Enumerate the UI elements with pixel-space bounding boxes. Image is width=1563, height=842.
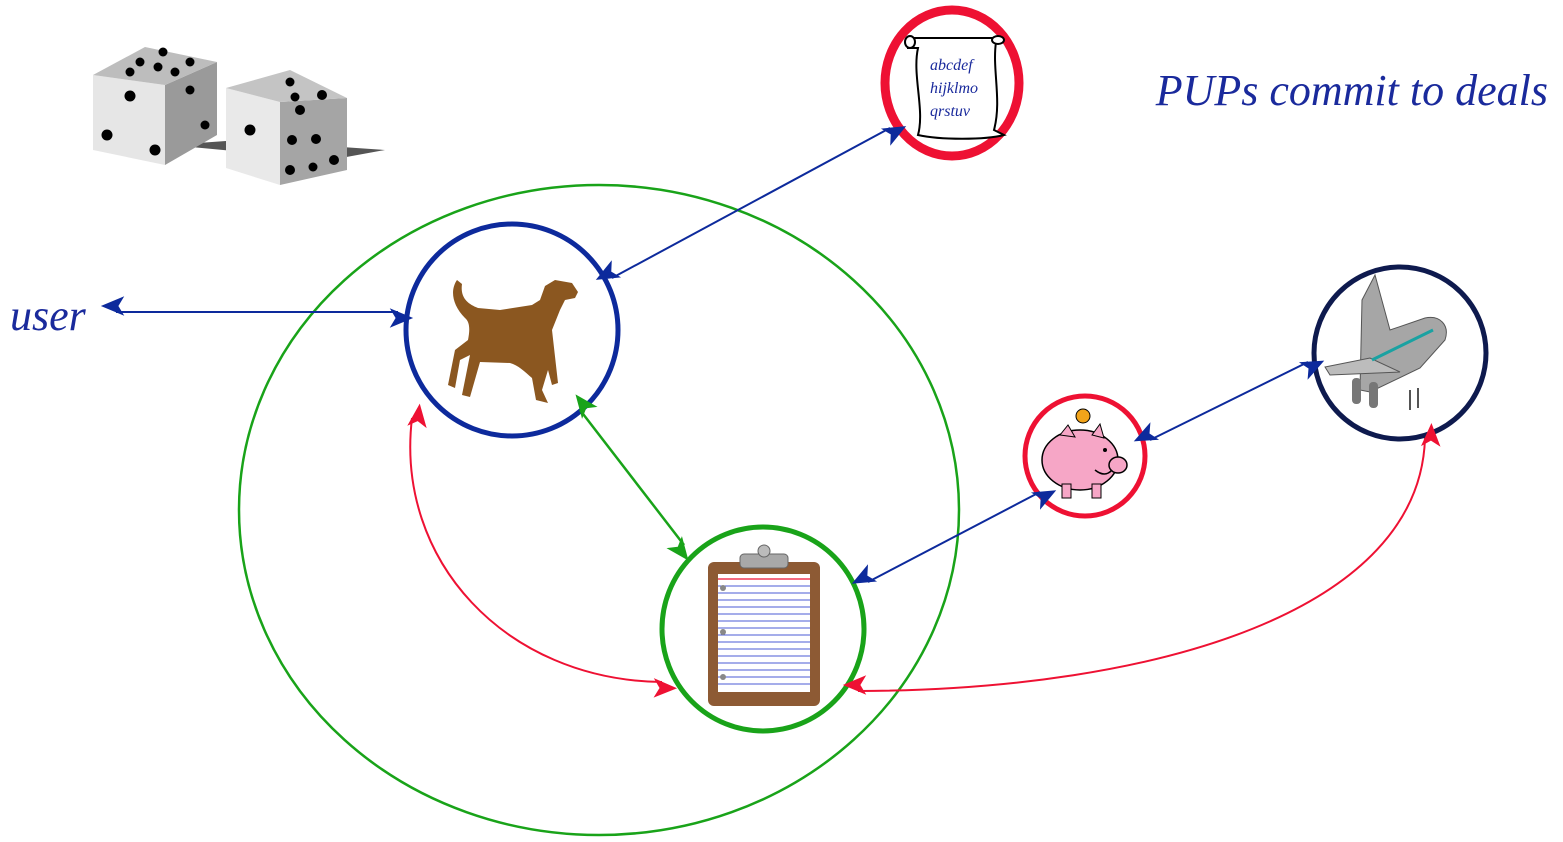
dice-icon — [93, 47, 385, 185]
scroll-icon — [904, 35, 1007, 140]
user-label: user — [10, 291, 87, 340]
clipboard-icon — [708, 544, 820, 706]
contract-scroll-node[interactable]: abcdef hijklmo qrstuv — [880, 5, 1024, 161]
edge-dog-clipboard-red — [407, 403, 678, 698]
edge-dog-clipboard-green — [575, 394, 689, 561]
dog-icon — [448, 280, 578, 403]
clipboard-node[interactable] — [659, 524, 867, 734]
edge-piggy-airplane — [1133, 360, 1325, 442]
scroll-line-3: qrstuv — [930, 103, 971, 120]
pup-dog-node[interactable] — [403, 221, 621, 439]
edge-dog-scroll — [595, 126, 907, 280]
piggy-bank-node[interactable] — [1022, 393, 1148, 519]
page-title: PUPs commit to deals — [1155, 66, 1548, 115]
airplane-icon — [1324, 273, 1447, 410]
airplane-node[interactable] — [1311, 264, 1489, 442]
scroll-line-1: abcdef — [930, 57, 975, 74]
scroll-line-2: hijklmo — [930, 80, 978, 97]
edge-clipboard-airplane-red — [842, 423, 1441, 695]
